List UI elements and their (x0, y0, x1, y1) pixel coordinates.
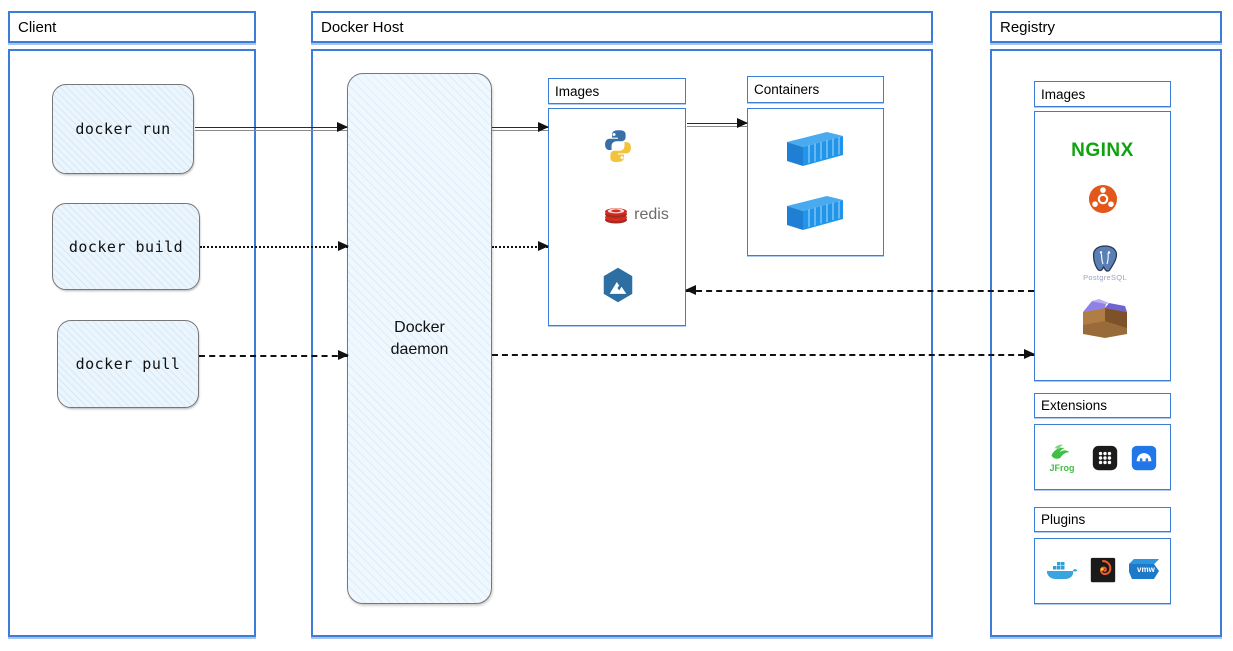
docker-pull-label: docker pull (75, 355, 181, 373)
postgresql-icon: PostgreSQL (1083, 238, 1127, 286)
redis-icon (605, 208, 628, 224)
connector-line (492, 246, 548, 248)
docker-daemon-label: Docker daemon (390, 318, 449, 358)
redis-label: redis (634, 206, 669, 223)
docker-host-panel-title: Docker Host (321, 18, 404, 36)
connector-line (686, 290, 1034, 292)
arrow-head-right-icon (338, 241, 349, 251)
docker-build-label: docker build (68, 237, 184, 256)
vmware-label: vmw (1137, 565, 1155, 574)
connector-line (195, 127, 347, 128)
containers-header: Containers (747, 76, 884, 103)
docker-run-box[interactable]: docker run (52, 84, 194, 174)
connector-line-secondary (492, 130, 548, 131)
grid-apps-icon (1091, 444, 1119, 472)
containers-title: Containers (754, 82, 820, 97)
plugins-header: Plugins (1034, 507, 1171, 532)
package-box-icon (1078, 295, 1132, 341)
extensions-header: Extensions (1034, 393, 1171, 418)
host-images-title: Images (555, 83, 600, 99)
grafana-icon (1089, 556, 1117, 584)
nginx-label: NGINX (1071, 140, 1134, 161)
docker-daemon-box[interactable]: Docker daemon (347, 73, 492, 604)
nginx-icon: NGINX (1034, 138, 1171, 164)
arrow-head-right-icon (737, 118, 748, 128)
arrow-head-right-icon (538, 241, 549, 251)
docker-pull-box[interactable]: docker pull (57, 320, 199, 408)
registry-panel-title: Registry (1000, 18, 1056, 36)
connector-line (492, 354, 1034, 356)
connector-line-secondary (687, 126, 747, 127)
host-images-header: Images (548, 78, 686, 104)
redis-icon-group: redis (588, 200, 684, 230)
alpine-icon (598, 265, 638, 305)
ubuntu-icon (1087, 183, 1119, 215)
connector-line (199, 355, 348, 357)
jfrog-icon: JFrog (1045, 442, 1079, 474)
arrow-head-right-icon (1024, 349, 1035, 359)
docker-whale-icon (1043, 556, 1079, 586)
registry-images-header: Images (1034, 81, 1171, 107)
extensions-title: Extensions (1041, 398, 1108, 413)
connector-line (200, 246, 348, 248)
connector-line (492, 127, 548, 128)
client-panel-header: Client (8, 11, 256, 43)
python-icon (598, 126, 638, 166)
arrow-head-right-icon (337, 122, 348, 132)
registry-images-title: Images (1041, 86, 1086, 102)
container-icon (782, 126, 848, 172)
connector-line (687, 123, 747, 124)
postgresql-label: PostgreSQL (1083, 272, 1127, 282)
connector-line-secondary (195, 130, 347, 131)
vmware-icon: vmw (1126, 556, 1162, 584)
docker-host-panel-header: Docker Host (311, 11, 933, 43)
registry-panel-header: Registry (990, 11, 1222, 43)
arrow-head-left-icon (685, 285, 696, 295)
containers-body (747, 108, 884, 256)
docker-build-box[interactable]: docker build (52, 203, 200, 290)
plugins-title: Plugins (1041, 512, 1086, 527)
snyk-icon (1130, 444, 1158, 472)
jfrog-label: JFrog (1049, 463, 1075, 473)
arrow-head-right-icon (338, 350, 349, 360)
arrow-head-right-icon (538, 122, 549, 132)
docker-run-label: docker run (75, 120, 171, 138)
container-icon (782, 190, 848, 236)
client-panel-title: Client (18, 18, 57, 36)
